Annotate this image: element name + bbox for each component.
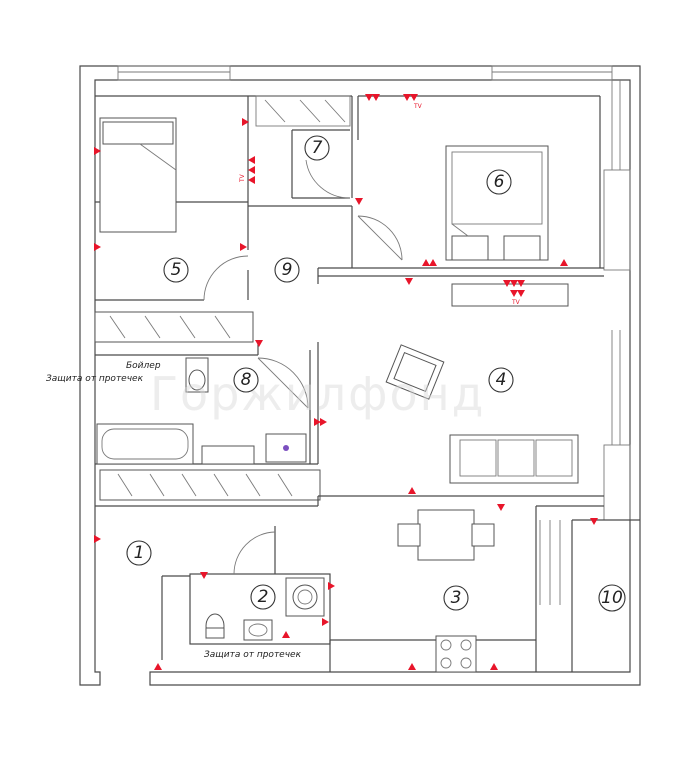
room-label-10: 10 [601, 588, 623, 608]
socket-label-tv-top: TV [413, 103, 423, 110]
room-label-6: 6 [494, 172, 505, 192]
boiler-note: Бойлер [126, 361, 161, 371]
room-label-8: 8 [241, 370, 252, 390]
room-label-1: 1 [134, 543, 145, 563]
room-label-3: 3 [451, 588, 462, 608]
watermark: Горжилфонд [150, 367, 486, 421]
room-label-9: 9 [282, 260, 293, 280]
tv-stand [451, 283, 569, 307]
room-label-4: 4 [496, 370, 507, 390]
room-labels: 1 2 3 4 5 6 7 8 9 10 [126, 135, 626, 612]
leak-protection-note-bottom: Защита от протечек [204, 650, 302, 660]
room-label-5: 5 [171, 260, 182, 280]
bathtub [96, 423, 194, 465]
room-label-2: 2 [258, 587, 269, 607]
socket-label-tv-living: TV [511, 299, 521, 306]
outer-walls [79, 65, 641, 686]
room-label-7: 7 [312, 138, 323, 158]
stove [435, 635, 477, 673]
sofa [449, 434, 579, 484]
armchair [385, 344, 445, 400]
leak-protection-note-top: Защита от протечек [46, 374, 144, 384]
sockets [94, 94, 598, 670]
socket-label-tv-left: TV [239, 173, 246, 183]
interior-walls [94, 95, 640, 672]
furniture [96, 117, 579, 673]
dining-table [417, 509, 475, 561]
